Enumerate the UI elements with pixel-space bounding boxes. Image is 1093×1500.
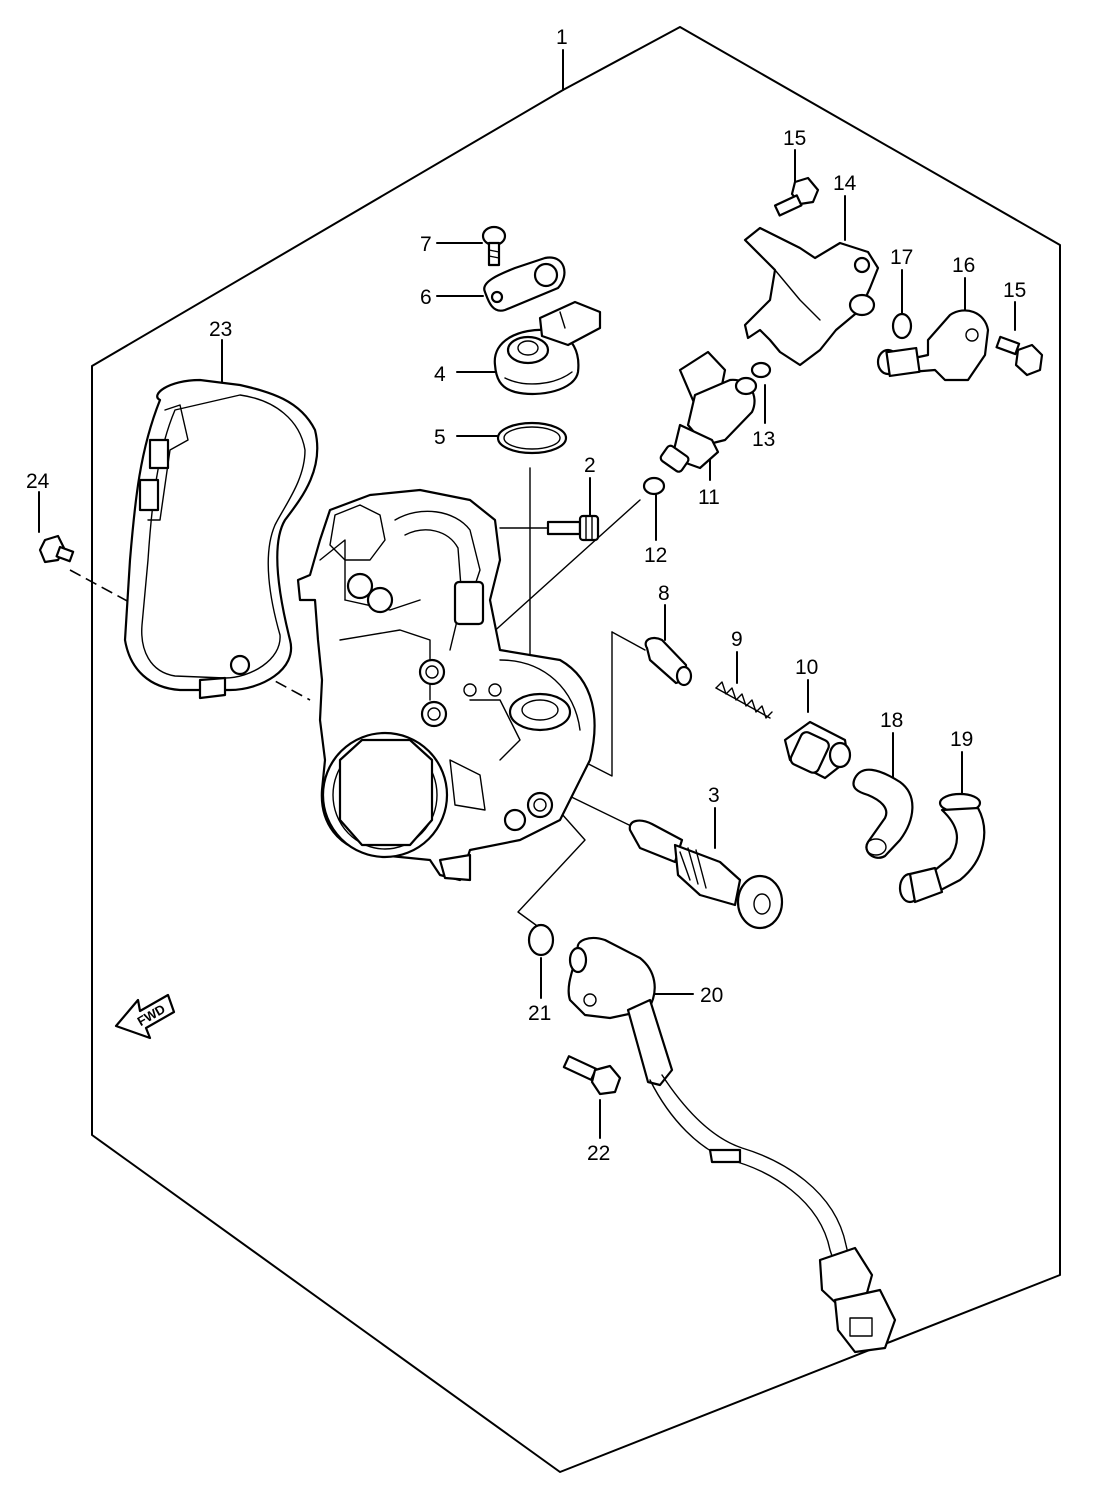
part-15-bolt-upper [773, 176, 820, 217]
callout-13: 13 [752, 428, 775, 451]
callout-14: 14 [833, 172, 857, 195]
part-2-screw [546, 514, 600, 542]
callout-6: 6 [420, 286, 432, 309]
part-8-plunger [644, 636, 693, 687]
part-23-cover [123, 378, 319, 700]
callout-20: 20 [700, 984, 723, 1007]
part-20-sensor [567, 936, 897, 1354]
callout-21: 21 [528, 1002, 551, 1025]
assembly-boundary [91, 26, 1061, 1473]
part-7-screw [481, 225, 507, 267]
part-16-inlet-elbow [876, 309, 990, 382]
part-4-sensor [493, 300, 602, 396]
part-21-o-ring [527, 923, 555, 957]
fwd-arrow-icon: FWD [114, 993, 176, 1040]
part-13-o-ring [750, 361, 772, 379]
callout-9: 9 [731, 628, 743, 651]
throttle-body [296, 488, 596, 882]
callout-24: 24 [26, 470, 50, 493]
part-5-o-ring [496, 421, 568, 455]
callout-5: 5 [434, 426, 446, 449]
callout-10: 10 [795, 656, 818, 679]
part-15-bolt-right [995, 335, 1044, 377]
callout-16: 16 [952, 254, 975, 277]
callout-12: 12 [644, 544, 667, 567]
part-19-elbow-hose [898, 792, 986, 904]
part-24-bolt [38, 534, 75, 564]
part-3-valve [628, 819, 784, 930]
part-12-o-ring [642, 476, 666, 496]
callout-17: 17 [890, 246, 913, 269]
part-17-o-ring [891, 312, 913, 340]
callout-23: 23 [209, 318, 232, 341]
part-10-fitting [783, 720, 852, 780]
part-11-injector [659, 350, 758, 473]
callout-labels: 1 2 3 4 5 6 7 8 9 10 11 12 13 14 15 15 1… [26, 26, 1026, 1165]
part-9-spring [715, 681, 773, 719]
callout-4: 4 [434, 363, 446, 386]
callout-22: 22 [587, 1142, 610, 1165]
callout-11: 11 [698, 486, 720, 509]
callout-8: 8 [658, 582, 670, 605]
callout-15-right: 15 [1003, 279, 1026, 302]
callout-15-upper: 15 [783, 127, 806, 150]
callout-7: 7 [420, 233, 432, 256]
callout-19: 19 [950, 728, 973, 751]
callout-3: 3 [708, 784, 720, 807]
callout-18: 18 [880, 709, 903, 732]
part-14-fuel-holder [743, 226, 880, 367]
part-22-bolt [562, 1055, 622, 1096]
callout-2: 2 [584, 454, 596, 477]
part-18-hose [852, 768, 914, 859]
callout-1: 1 [556, 26, 568, 49]
part-6-plate [483, 256, 566, 312]
